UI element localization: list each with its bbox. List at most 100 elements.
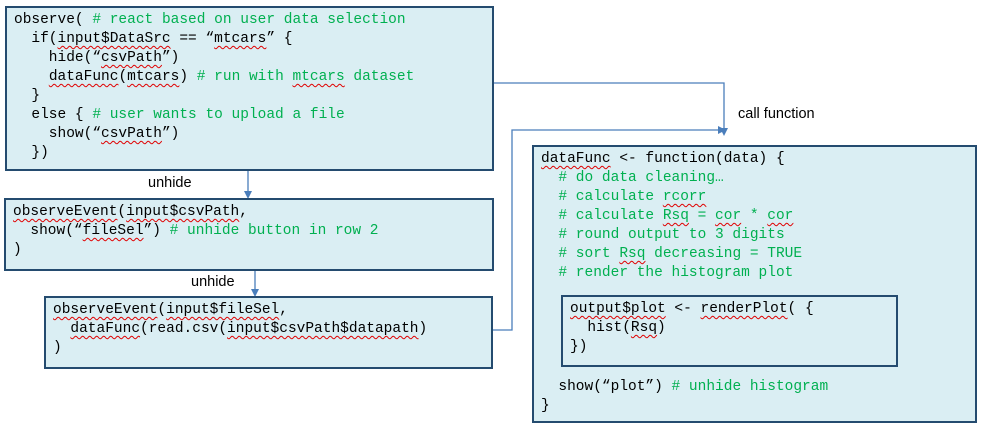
code-line: })	[570, 338, 587, 357]
code-token: renderPlot	[700, 301, 788, 317]
code-comment: # unhide histogram	[671, 379, 829, 395]
code-token: ( {	[787, 301, 814, 317]
code-line: output$plot <- renderPlot( {	[570, 300, 814, 319]
code-comment: =	[688, 208, 716, 224]
code-token	[541, 208, 558, 224]
code-token: input$fileSel	[166, 302, 280, 318]
code-comment: # render the histogram plot	[558, 265, 794, 281]
code-comment: # do data cleaning…	[558, 170, 724, 186]
code-token: observeEvent	[13, 204, 118, 220]
code-token: )	[13, 242, 22, 258]
code-token: show(“plot”)	[541, 379, 672, 395]
code-token: ”)	[161, 50, 180, 66]
code-token: dataFunc	[541, 151, 611, 167]
code-line: show(“csvPath”)	[14, 125, 180, 144]
code-comment: decreasing = TRUE	[645, 246, 803, 262]
code-comment: # react based on user data selection	[92, 12, 406, 28]
code-token: input$csvPath	[126, 204, 240, 220]
code-line: dataFunc(mtcars) # run with mtcars datas…	[14, 68, 415, 87]
code-comment: # sort	[558, 246, 620, 262]
connector-mtcars-to-datafunc	[480, 82, 728, 136]
code-line: else { # user wants to upload a file	[14, 106, 345, 125]
code-comment: rcorr	[662, 189, 707, 205]
code-line: # calculate rcorr	[541, 188, 706, 207]
code-token: csvPath	[101, 50, 162, 66]
code-token: mtcars	[214, 31, 267, 47]
datafunc-box: dataFunc <- function(data) { # do data c…	[532, 145, 977, 423]
code-token	[541, 170, 558, 186]
code-token: observe(	[14, 12, 93, 28]
code-token: ,	[279, 302, 288, 318]
code-token: <- function(data) {	[610, 151, 785, 167]
code-line: dataFunc(read.csv(input$csvPath$datapath…	[53, 320, 427, 339]
code-line: )	[13, 241, 22, 260]
code-token: output$plot	[570, 301, 666, 317]
code-line: }	[14, 87, 40, 106]
code-token: mtcars	[127, 69, 180, 85]
code-token: )	[657, 320, 666, 336]
code-token: })	[14, 145, 49, 161]
code-token: (	[118, 69, 128, 85]
code-comment: mtcars	[292, 69, 345, 85]
code-token	[541, 265, 558, 281]
code-token: (read.csv(	[140, 321, 228, 337]
code-token: show(“	[13, 223, 83, 239]
code-line: observeEvent(input$csvPath,	[13, 203, 248, 222]
observe-event-csvpath-box: observeEvent(input$csvPath, show(“fileSe…	[4, 198, 494, 271]
call-function-label: call function	[738, 106, 815, 122]
unhide-label-1: unhide	[148, 175, 192, 191]
code-comment: *	[741, 208, 768, 224]
renderplot-box: output$plot <- renderPlot( { hist(Rsq)})	[561, 295, 898, 367]
code-token: input$DataSrc	[57, 31, 171, 47]
code-token	[14, 69, 49, 85]
code-token: dataFunc	[48, 69, 119, 85]
code-comment: dataset	[344, 69, 415, 85]
code-token: (	[117, 204, 127, 220]
connector-filesel-to-datafunc	[493, 126, 726, 331]
code-line: }	[541, 397, 550, 416]
code-token	[53, 321, 70, 337]
code-comment: # user wants to upload a file	[92, 107, 345, 123]
code-token: <-	[665, 301, 701, 317]
code-comment: Rsq	[619, 246, 646, 262]
code-line: )	[53, 339, 62, 358]
code-token: )	[179, 69, 197, 85]
code-comment: Rsq	[662, 208, 689, 224]
code-line: # sort Rsq decreasing = TRUE	[541, 245, 802, 264]
code-line: observeEvent(input$fileSel,	[53, 301, 288, 320]
code-token: ”)	[161, 126, 180, 142]
code-token: )	[418, 321, 428, 337]
code-line: observe( # react based on user data sele…	[14, 11, 406, 30]
code-token	[541, 189, 558, 205]
code-comment: # calculate	[558, 189, 663, 205]
code-token: ,	[239, 204, 248, 220]
code-token: observeEvent	[53, 302, 158, 318]
code-line: # round output to 3 digits	[541, 226, 784, 245]
code-comment: # unhide button in row 2	[169, 223, 379, 239]
code-comment: # calculate	[558, 208, 663, 224]
code-token: hide(“	[14, 50, 102, 66]
observe-event-filesel-box: observeEvent(input$fileSel, dataFunc(rea…	[44, 296, 493, 369]
code-line: })	[14, 144, 49, 163]
code-line: show(“plot”) # unhide histogram	[541, 378, 828, 397]
code-token: show(“	[14, 126, 102, 142]
code-token: ” {	[266, 31, 293, 47]
code-token: else {	[14, 107, 93, 123]
code-comment: cor	[715, 208, 742, 224]
code-token	[541, 246, 558, 262]
code-token: Rsq	[630, 320, 658, 336]
code-line: hist(Rsq)	[570, 319, 666, 338]
code-token: input$csvPath$datapath	[227, 321, 419, 337]
code-token: if(	[14, 31, 58, 47]
code-line: dataFunc <- function(data) {	[541, 150, 785, 169]
code-token: dataFunc	[70, 321, 141, 337]
code-comment: # run with	[196, 69, 293, 85]
unhide-label-2: unhide	[191, 274, 235, 290]
code-line: # do data cleaning…	[541, 169, 724, 188]
code-token: }	[14, 88, 41, 104]
code-line: # calculate Rsq = cor * cor	[541, 207, 793, 226]
code-token: }	[541, 398, 550, 414]
code-token: fileSel	[82, 223, 144, 239]
code-line: hide(“csvPath”)	[14, 49, 180, 68]
observe-box: observe( # react based on user data sele…	[5, 6, 494, 171]
